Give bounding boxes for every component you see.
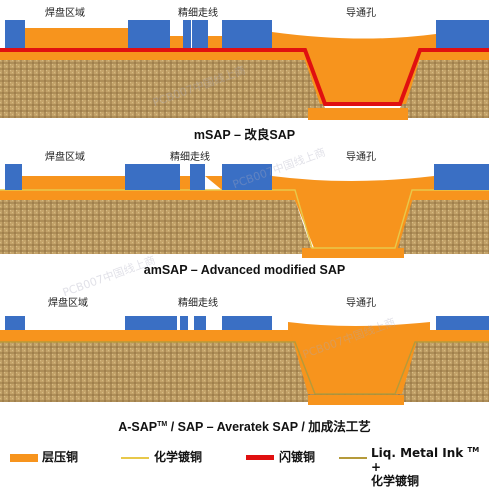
resist — [5, 164, 22, 190]
legend-swatch-electroless-copper — [121, 457, 149, 459]
legend-label-liq-metal-ink: Liq. Metal Ink TM + 化学镀铜 — [371, 446, 480, 488]
label-pad-area: 焊盘区域 — [45, 152, 85, 163]
resist — [436, 316, 489, 330]
resist — [222, 164, 272, 190]
panel-caption-text: A-SAPTM / SAP – Averatek SAP / 加成法工艺 — [118, 420, 371, 434]
legend-swatch-laminated-copper — [10, 454, 38, 462]
amsap-cross-section — [0, 164, 489, 258]
asap-cross-section — [0, 316, 489, 405]
panel-caption: amSAP – Advanced modified SAP — [143, 263, 346, 277]
flash-copper — [0, 48, 489, 106]
legend: 层压铜 化学镀铜 闪镀铜 Liq. Metal Ink TM + 化学镀铜 — [0, 438, 489, 488]
resist — [222, 316, 272, 330]
panel-asap: 焊盘区域 精细走线 导通孔 A-SAPTM / SAP – Averatek S… — [0, 290, 489, 435]
laminated-copper — [0, 190, 489, 200]
resist — [190, 164, 205, 190]
label-fine-lines: 精细走线 — [178, 8, 218, 19]
resist — [180, 316, 188, 330]
msap-cross-section — [0, 20, 489, 120]
legend-swatch-flash-copper — [246, 455, 274, 460]
via-fill — [300, 46, 424, 104]
panel-amsap: 焊盘区域 精细走线 导通孔 amSAP – Advanced modified … — [0, 146, 489, 286]
resist — [5, 316, 25, 330]
legend-label-electroless-copper: 化学镀铜 — [154, 450, 203, 464]
panel-msap: 焊盘区域 精细走线 导通孔 mSAP – 改良SAP — [0, 0, 489, 145]
resist — [128, 20, 170, 48]
label-fine-lines: 精细走线 — [170, 152, 210, 163]
resist — [125, 164, 173, 190]
resist — [194, 316, 206, 330]
label-via: 导通孔 — [346, 298, 376, 309]
label-fine-lines: 精细走线 — [178, 298, 218, 309]
label-pad-area: 焊盘区域 — [45, 8, 85, 19]
resist — [222, 20, 272, 48]
via-fill — [290, 330, 420, 394]
liq-metal-ink — [0, 341, 489, 395]
substrate — [0, 342, 489, 402]
resist — [5, 20, 25, 48]
substrate — [0, 200, 489, 254]
legend-label-laminated-copper: 层压铜 — [42, 450, 79, 464]
label-pad-area: 焊盘区域 — [48, 298, 88, 309]
resist — [434, 164, 489, 190]
label-via: 导通孔 — [346, 8, 376, 19]
panel-caption: A-SAPTM / SAP – Averatek SAP / 加成法工艺 — [0, 416, 489, 435]
legend-swatch-liq-metal-ink — [339, 457, 367, 459]
resist — [436, 20, 489, 48]
resist — [173, 164, 180, 190]
via-bottom-pad — [308, 108, 408, 120]
resist — [192, 20, 208, 48]
resist — [183, 20, 191, 48]
resist — [125, 316, 177, 330]
laminated-copper — [0, 50, 489, 60]
label-via: 导通孔 — [346, 152, 376, 163]
legend-label-flash-copper: 闪镀铜 — [279, 450, 316, 464]
via-fill — [290, 188, 416, 248]
substrate — [0, 60, 489, 118]
panel-caption: mSAP – 改良SAP — [193, 128, 296, 142]
via-bottom-pad — [308, 395, 404, 405]
via-bottom-pad — [302, 248, 404, 258]
